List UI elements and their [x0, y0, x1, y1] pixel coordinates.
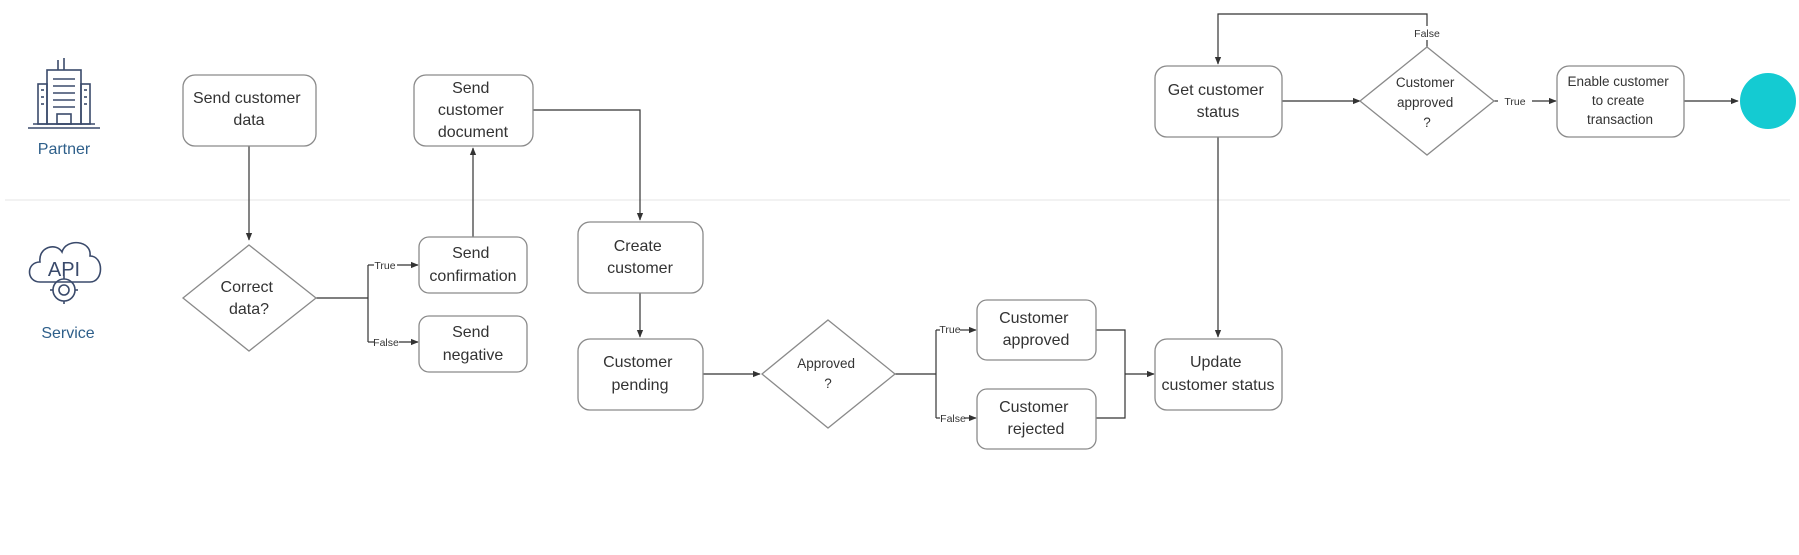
node-label-line: Correct [221, 279, 274, 296]
node-send-negative[interactable]: Send negative [418, 315, 528, 373]
node-label-line: transaction [1587, 112, 1653, 127]
edge-label-true: True [374, 260, 395, 272]
building-icon [28, 58, 100, 129]
node-label-line: Send [452, 245, 489, 262]
node-label-line: Send [452, 80, 489, 97]
node-label-line: ? [1423, 115, 1431, 130]
node-get-customer-status[interactable]: Get customer status [1154, 65, 1283, 138]
node-customer-pending[interactable]: Customer pending [577, 338, 704, 411]
node-label-line: status [1197, 104, 1240, 121]
lane-label-service: Service [41, 325, 94, 342]
node-label-line: Get customer [1168, 82, 1265, 99]
node-label-line: Enable customer [1567, 74, 1669, 89]
node-create-customer[interactable]: Create customer [577, 221, 704, 294]
svg-text:Customer rejected: Customer rejected [999, 399, 1073, 438]
svg-text:Get customer status: Get customer status [1168, 82, 1268, 121]
node-customer-rejected[interactable]: Customer rejected [976, 388, 1097, 450]
svg-text:Customer approved: Customer approved ? [1396, 75, 1458, 130]
edge-label-bg [1408, 26, 1446, 40]
node-label-line: Send [452, 324, 489, 341]
edge-label-false: False [1414, 28, 1440, 40]
node-label-line: ? [824, 376, 832, 391]
edge-label-false: False [373, 337, 399, 349]
node-label-line: Create [614, 238, 662, 255]
svg-text:Send negative: Send negative [443, 324, 504, 364]
lane-label-partner: Partner [38, 141, 91, 158]
node-send-confirmation[interactable]: Send confirmation [418, 236, 528, 294]
node-label-line: Customer [1396, 75, 1455, 90]
node-enable-customer-transaction[interactable]: Enable customer to create transaction [1556, 65, 1685, 138]
node-label-line: Customer [603, 354, 673, 371]
node-label-line: document [438, 124, 509, 141]
node-label-line: data [233, 112, 264, 129]
node-update-customer-status[interactable]: Update customer status [1154, 338, 1283, 411]
node-label-line: rejected [1008, 421, 1065, 438]
node-label-line: Customer [999, 399, 1069, 416]
node-label-line: Update [1190, 354, 1242, 371]
node-label-line: customer [438, 102, 504, 119]
node-label-line: approved [1003, 332, 1070, 349]
node-label-line: data? [229, 301, 269, 318]
svg-text:Update customer status: Update customer status [1162, 354, 1275, 394]
edge-label-true: True [939, 324, 960, 336]
svg-text:Approved ?: Approved ? [797, 356, 859, 391]
svg-text:Send confirmation: Send confirmation [429, 245, 516, 285]
api-cloud-gear-icon: API [28, 241, 102, 304]
node-send-customer-data[interactable]: Send customer data [182, 74, 317, 147]
svg-text:Correct data?: Correct data? [221, 279, 278, 318]
node-label-line: Approved [797, 356, 855, 371]
edge-false3-loop [1214, 13, 1428, 65]
node-label-line: confirmation [429, 268, 516, 285]
decision-approved[interactable]: Approved ? [760, 319, 897, 429]
node-label-line: pending [612, 377, 669, 394]
node-label-line: to create [1592, 93, 1645, 108]
svg-text:Customer pending: Customer pending [603, 354, 677, 394]
api-icon-text: API [48, 259, 80, 281]
svg-text:Enable customer to creat: Enable customer to create transaction [1567, 74, 1672, 127]
edge-label-true: True [1504, 96, 1525, 108]
node-label-line: customer [607, 260, 673, 277]
end-event-circle[interactable] [1740, 73, 1796, 129]
svg-text:Create customer: Create customer [607, 238, 673, 277]
node-label-line: Customer [999, 310, 1069, 327]
node-label-line: negative [443, 347, 504, 364]
svg-text:Customer approved: Customer approved [999, 310, 1073, 349]
svg-text:Send customer data: Send customer data [193, 90, 305, 129]
edge-label-false: False [940, 413, 966, 425]
node-label-line: customer status [1162, 377, 1275, 394]
decision-correct-data[interactable]: Correct data? [181, 244, 318, 352]
decision-customer-approved[interactable]: Customer approved ? [1358, 46, 1496, 156]
svg-text:Send customer docu: Send customer document [438, 80, 509, 141]
node-send-customer-document[interactable]: Send customer document [413, 74, 534, 147]
edge-results-merge [1096, 329, 1126, 419]
node-customer-approved[interactable]: Customer approved [976, 299, 1097, 361]
node-label-line: Send customer [193, 90, 301, 107]
edge-document-to-create [533, 109, 644, 221]
node-label-line: approved [1397, 95, 1453, 110]
